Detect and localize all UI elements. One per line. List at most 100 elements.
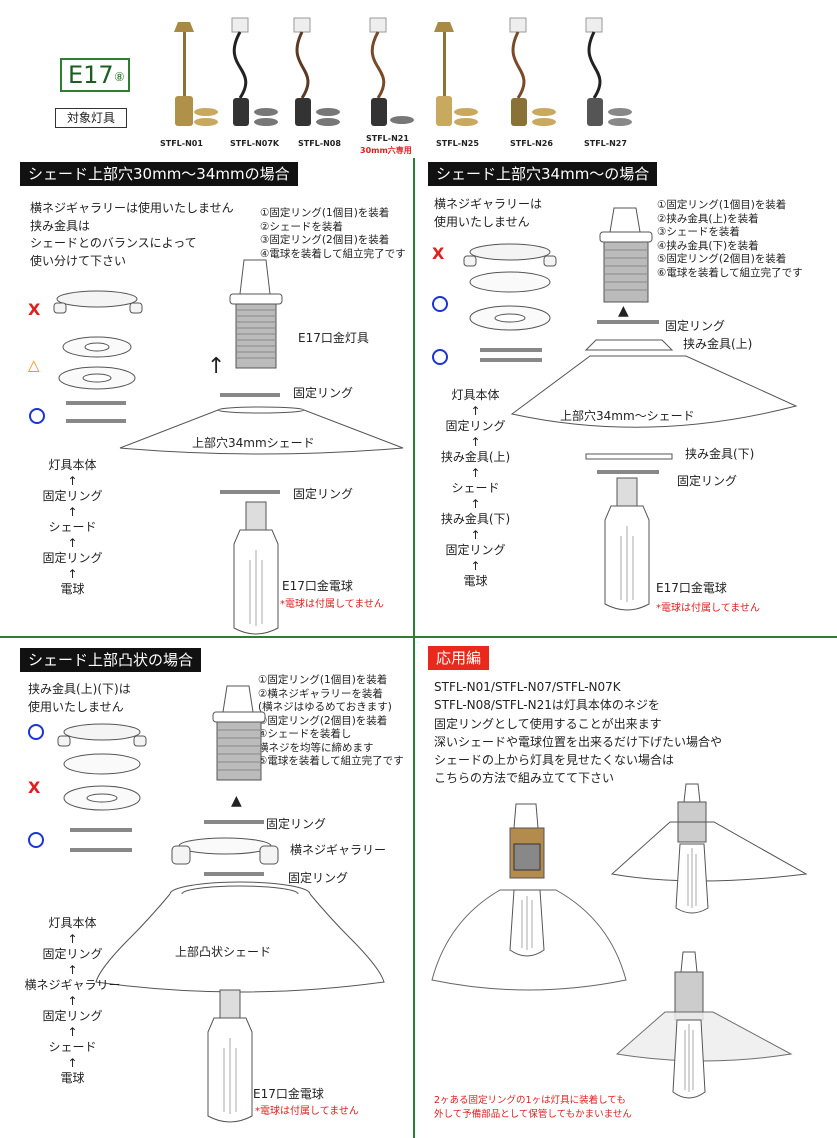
q3-up-arrow: ▲	[231, 793, 242, 809]
target-label: 対象灯具	[55, 108, 127, 128]
q2-note-line: 横ネジギャラリーは	[434, 197, 543, 211]
q4-body-line: こちらの方法で組み立てて下さい	[434, 771, 615, 786]
q4-example-cone-shade	[615, 951, 793, 1099]
q2-socket	[599, 207, 653, 303]
q4-example-deep-shade	[431, 803, 627, 991]
q2-flow-arrow: ↑	[470, 434, 481, 449]
q1-ring1-bar	[220, 393, 280, 397]
q3-note-line: 使用いたしません	[28, 700, 124, 714]
q2-step: ⑤固定リング(2個目)を装着	[657, 253, 787, 265]
product-code: STFL-N26	[510, 139, 553, 148]
product-photos	[174, 17, 632, 126]
q3-flow: 灯具本体 ↑ 固定リング ↑ 横ネジギャラリー ↑ 固定リング ↑ シェード ↑…	[20, 916, 125, 1087]
q1-ring2-bar	[220, 490, 280, 494]
q3-gallery-label: 横ネジギャラリー	[290, 843, 387, 857]
q3-bulb	[207, 989, 253, 1123]
q1-flow-arrow: ↑	[67, 473, 78, 488]
q1-fixing-ring	[66, 401, 126, 405]
q2-flow-arrow: ↑	[470, 527, 481, 542]
q1-step: ①固定リング(1個目)を装着	[260, 207, 390, 219]
q3-flow-arrow: ↑	[67, 1024, 78, 1039]
q3-note-line: 挟み金具(上)(下)は	[28, 682, 131, 696]
q1-flow-arrow: ↑	[67, 535, 78, 550]
q1-flow-arrow: ↑	[67, 504, 78, 519]
q2-up-arrow: ▲	[618, 303, 629, 319]
q3-mark-circle	[28, 724, 44, 740]
q4-footnote: 2ヶある固定リングの1ヶは灯具に装着しても 外して予備部品として保管してもかまい…	[434, 1094, 632, 1122]
q2-clip-bottom	[585, 453, 673, 460]
q3-fixing-ring	[70, 848, 132, 852]
q1-step: ③固定リング(2個目)を装着	[260, 234, 390, 246]
q1-ring1-label: 固定リング	[293, 386, 354, 400]
q2-bulb-label: E17口金電球	[656, 581, 727, 595]
q4-body-line: 深いシェードや電球位置を出来るだけ下げたい場合や	[434, 734, 723, 749]
q2-step: ⑥電球を装着して組立完了です	[657, 266, 803, 279]
q2-flow: 灯具本体 ↑ 固定リング ↑ 挟み金具(上) ↑ シェード ↑ 挟み金具(下) …	[428, 388, 523, 590]
q1-shade-label: 上部穴34mmシェード	[192, 436, 315, 450]
e17-badge-sub: ⑧	[114, 70, 125, 84]
q3-gallery	[171, 837, 279, 865]
q1-mark-circle	[29, 408, 45, 424]
q1-flow-step: 固定リング	[42, 489, 103, 503]
q3-flow-step: 固定リング	[42, 947, 103, 961]
q2-flow-step: 固定リング	[445, 419, 506, 433]
q1-fixture-label: E17口金灯具	[298, 331, 369, 345]
q1-parts	[53, 290, 143, 423]
q2-clip-top	[584, 339, 674, 351]
product-photo-n26	[509, 17, 556, 126]
q3-shade-label: 上部凸状シェード	[175, 945, 272, 959]
q1-steps: ①固定リング(1個目)を装着 ②シェードを装着 ③固定リング(2個目)を装着 ④…	[260, 207, 406, 261]
q2-flow-arrow: ↑	[470, 558, 481, 573]
q2-step: ③シェードを装着	[657, 226, 740, 238]
q2-bulb-note: *電球は付属してません	[656, 603, 760, 614]
q3-clip-ring	[63, 753, 141, 775]
q4-footnote-line: 2ヶある固定リングの1ヶは灯具に装着しても	[434, 1095, 626, 1106]
e17-badge-text: E17	[68, 61, 114, 89]
q3-flow-arrow: ↑	[67, 962, 78, 977]
q2-step: ②挟み金具(上)を装着	[657, 212, 759, 225]
q3-flow-step: 横ネジギャラリー	[24, 978, 121, 992]
q3-flow-arrow: ↑	[67, 931, 78, 946]
q3-flow-step: シェード	[48, 1040, 97, 1054]
q4-body-line: 固定リングとして使用することが出来ます	[434, 716, 662, 731]
q3-step: 横ネジを均等に締めます	[258, 741, 374, 754]
q3-step: ⑤電球を装着して組立完了です	[258, 755, 404, 767]
product-photo-n25	[434, 22, 478, 126]
q3-ring1-bar	[204, 820, 264, 824]
q2-shade	[510, 355, 798, 428]
product-code: STFL-N07K	[230, 139, 280, 148]
q2-ring2-label: 固定リング	[677, 474, 738, 488]
q2-mark-circle	[432, 296, 448, 312]
q2-clip-bottom-label: 挟み金具(下)	[685, 447, 755, 461]
q1-mark-triangle: △	[28, 356, 40, 374]
q2-fixing-ring	[480, 358, 542, 362]
q1-flow-arrow: ↑	[67, 566, 78, 581]
product-photo-n01	[174, 22, 218, 126]
q2-flow-arrow: ↑	[470, 403, 481, 418]
q1-up-arrow: ↑	[207, 354, 226, 379]
q3-steps: ①固定リング(1個目)を装着 ②横ネジギャラリーを装着 (横ネジはゆるめておきま…	[258, 674, 404, 769]
q1-ring2-label: 固定リング	[293, 487, 354, 501]
q3-flow-arrow: ↑	[67, 993, 78, 1008]
q2-flow-arrow: ↑	[470, 496, 481, 511]
q1-gallery-part	[53, 290, 143, 314]
q2-clip-ring	[469, 271, 551, 293]
q3-mark-x: X	[28, 778, 41, 797]
q3-flow-step: 灯具本体	[48, 916, 97, 930]
product-code: STFL-N21	[366, 134, 409, 143]
q1-note-line: 横ネジギャラリーは使用いたしません	[30, 201, 234, 215]
vertical-divider	[413, 158, 415, 1138]
product-photo-n08	[293, 17, 340, 126]
product-code: STFL-N01	[160, 139, 203, 148]
q1-step: ②シェードを装着	[260, 220, 343, 233]
q3-ring2-label: 固定リング	[288, 871, 349, 885]
q3-fixing-ring	[70, 828, 132, 832]
product-code: STFL-N08	[298, 139, 341, 148]
product-code: STFL-N25	[436, 139, 479, 148]
q4-footnote-line: 外して予備部品として保管してもかまいません	[434, 1109, 632, 1120]
q1-fixing-ring	[66, 419, 126, 423]
q3-flow-step: 固定リング	[42, 1009, 103, 1023]
product-photo-n27	[585, 17, 632, 126]
product-note: 30mm六専用	[360, 146, 412, 155]
q2-title: シェード上部穴34mm〜の場合	[428, 162, 658, 186]
